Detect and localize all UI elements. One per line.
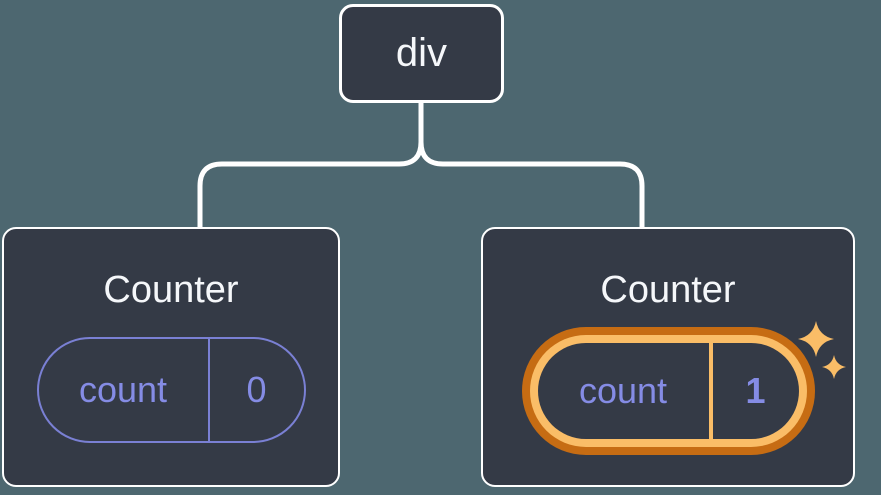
state-pill-highlight-inner-ring: count 1 (529, 335, 807, 447)
root-node-label: div (395, 31, 448, 75)
state-pill-highlight-ring: count 1 (521, 327, 815, 455)
state-value: 1 (745, 370, 766, 411)
counter-card: Counter count 1 (481, 227, 855, 487)
state-pill: count 0 (36, 337, 306, 443)
sparkles-icon (798, 321, 846, 379)
root-node: div (339, 4, 504, 103)
connector-branch-right (418, 101, 645, 228)
pill-divider (708, 343, 713, 439)
state-key-label: count (78, 369, 168, 410)
component-title: Counter (103, 269, 239, 311)
state-key-label: count (578, 370, 668, 411)
pill-divider (207, 339, 210, 441)
state-pill: count 1 (537, 343, 799, 439)
component-title: Counter (600, 269, 736, 311)
connector-branch-left (197, 101, 424, 228)
counter-card: Counter count 0 (2, 227, 340, 487)
state-value: 0 (246, 369, 267, 410)
